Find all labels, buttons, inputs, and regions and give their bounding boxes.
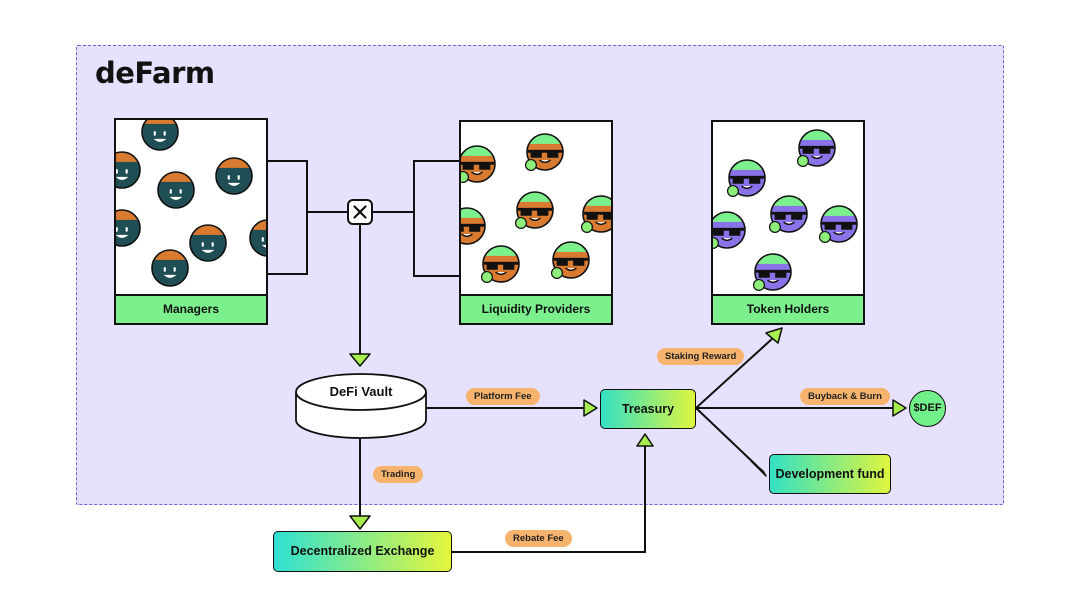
arrow-treasury-in [583, 399, 598, 417]
dex-to-treasury [452, 445, 646, 553]
manager-avatar-icon [249, 219, 266, 257]
managers-avatars [116, 120, 266, 287]
arrow-vault [349, 353, 371, 367]
lp-avatar-icon [524, 133, 564, 171]
defi-vault-cylinder [295, 373, 427, 439]
manager-avatar-icon [189, 224, 227, 262]
defi-vault-label: DeFi Vault [329, 384, 393, 399]
manager-avatar-icon [157, 171, 195, 209]
manager-avatar-icon [116, 151, 141, 189]
arrow-dex [349, 515, 371, 530]
buyback-burn-label: Buyback & Burn [800, 388, 890, 405]
manager-avatar-icon [141, 120, 179, 151]
diagram-title: deFarm [95, 56, 215, 90]
arrow-devfund [750, 460, 767, 477]
arrow-treasury-up [636, 433, 654, 447]
lp-avatar-icon [514, 191, 554, 229]
liquidity-providers-panel: Liquidity Providers [459, 120, 613, 325]
lp-avatar-icon [461, 207, 486, 245]
arrow-def [892, 399, 907, 417]
decentralized-exchange-node: Decentralized Exchange [273, 531, 452, 572]
rebate-fee-label: Rebate Fee [505, 530, 572, 547]
staking-reward-label: Staking Reward [657, 348, 745, 365]
lp-avatar-icon [580, 195, 611, 233]
manager-avatar-icon [116, 209, 141, 247]
managers-bracket [268, 160, 308, 275]
treasury-node: Treasury [600, 389, 696, 429]
lp-avatars [461, 133, 611, 283]
token-holders-caption: Token Holders [713, 294, 863, 323]
manager-avatar-icon [151, 249, 189, 287]
platform-fee-label: Platform Fee [466, 388, 540, 405]
treasury-to-devfund [695, 407, 758, 467]
holder-avatar-icon [768, 195, 808, 233]
treasury-to-holders [695, 337, 774, 409]
managers-caption: Managers [116, 294, 266, 323]
managers-panel: Managers [114, 118, 268, 325]
holder-avatar-icon [796, 129, 836, 167]
development-fund-node: Development fund [769, 454, 891, 494]
holder-avatar-icon [752, 253, 792, 291]
trading-label: Trading [373, 466, 424, 483]
holder-avatar-icon [726, 159, 766, 197]
holder-avatar-icon [818, 205, 858, 243]
manager-avatar-icon [215, 157, 253, 195]
holder-avatar-icon [713, 211, 746, 249]
lp-bracket [413, 160, 459, 277]
lp-avatar-icon [550, 241, 590, 279]
lp-avatar-icon [480, 245, 520, 283]
holder-avatars [713, 129, 858, 291]
liquidity-providers-caption: Liquidity Providers [461, 294, 611, 323]
def-token-node: $DEF [909, 390, 946, 427]
arrow-holders [765, 327, 783, 344]
token-holders-panel: Token Holders [711, 120, 865, 325]
lp-avatar-icon [461, 145, 496, 183]
